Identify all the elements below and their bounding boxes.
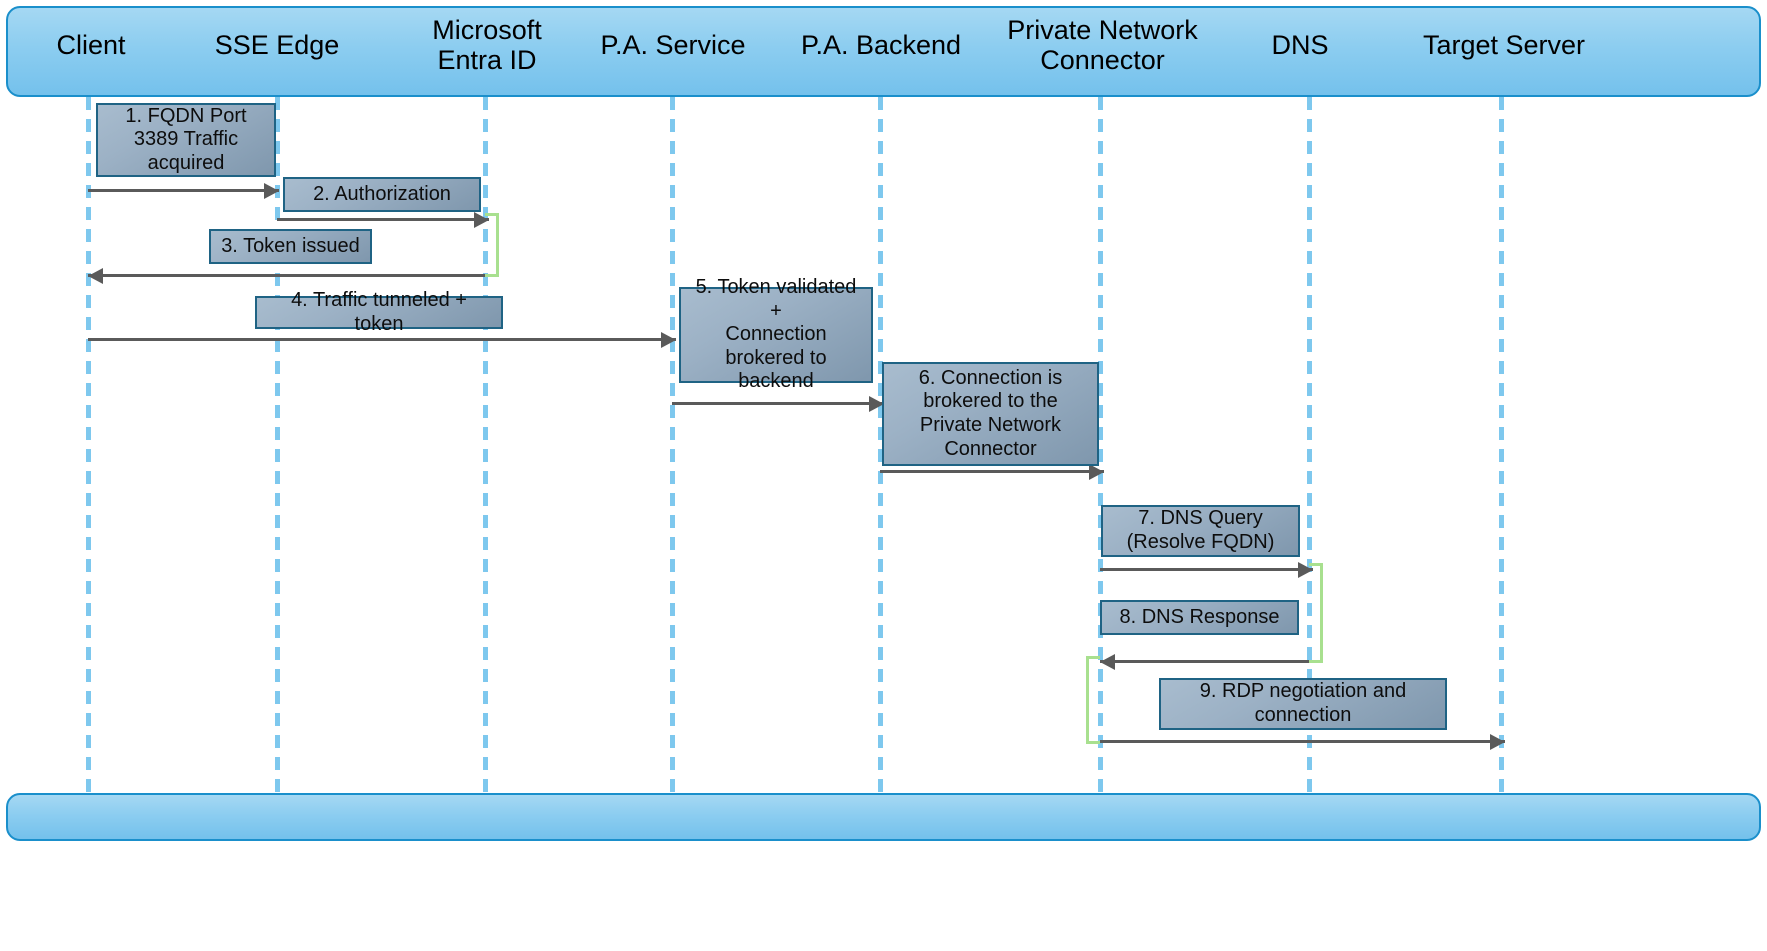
arrow-line-step-3 [88,274,485,277]
arrow-line-step-8 [1100,660,1309,663]
arrow-head-step-3 [88,268,103,284]
message-box-step-8: 8. DNS Response [1100,600,1299,635]
lifeline-pa-backend [878,97,883,796]
lifeline-dns [1307,97,1312,796]
message-box-step-1: 1. FQDN Port 3389 Traffic acquired [96,103,276,177]
lifeline-pa-service [670,97,675,796]
arrow-line-step-2 [277,218,489,221]
arrow-line-step-5 [672,402,884,405]
arrow-line-step-7 [1100,568,1313,571]
entra-id-activation [485,213,499,277]
message-box-step-9: 9. RDP negotiation and connection [1159,678,1447,730]
participants-header-bar [6,6,1761,97]
arrow-head-step-9 [1490,734,1505,750]
arrow-line-step-6 [880,470,1104,473]
lifeline-entra-id [483,97,488,796]
arrow-line-step-9 [1100,740,1505,743]
arrow-head-step-6 [1089,464,1104,480]
arrow-head-step-5 [869,396,884,412]
message-box-step-4: 4. Traffic tunneled + token [255,289,503,335]
message-box-step-6: 6. Connection is brokered to the Private… [882,362,1099,466]
arrow-head-step-2 [474,212,489,228]
lifeline-sse-edge [275,97,280,796]
dns-activation [1309,563,1323,663]
participants-footer-bar [6,793,1761,841]
arrow-head-step-1 [264,183,279,199]
lifeline-target [1499,97,1504,796]
arrow-head-step-8 [1100,654,1115,670]
arrow-head-step-4 [661,332,676,348]
connector-activation [1086,656,1100,744]
message-box-step-3: 3. Token issued [209,229,372,264]
lifeline-connector [1098,97,1103,796]
arrow-line-step-4 [88,338,676,341]
arrow-line-step-1 [88,189,279,192]
message-box-step-7: 7. DNS Query (Resolve FQDN) [1101,505,1300,557]
message-box-step-5: 5. Token validated + Connection brokered… [679,276,873,392]
arrow-head-step-7 [1298,562,1313,578]
lifeline-client [86,97,91,796]
message-box-step-2: 2. Authorization [283,177,481,212]
